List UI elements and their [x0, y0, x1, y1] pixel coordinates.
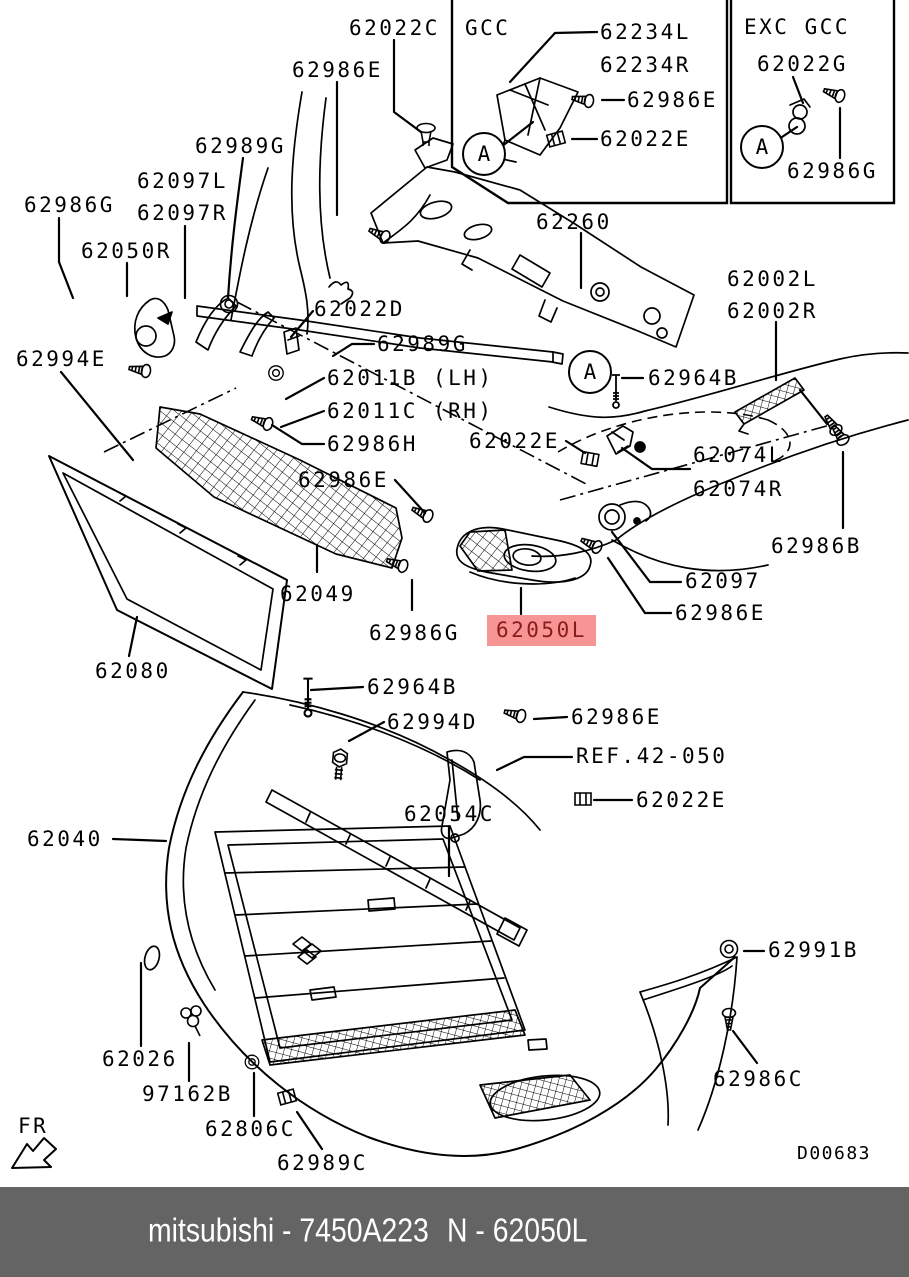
part-outlines: [11, 77, 909, 1169]
screw-icon: [570, 90, 596, 109]
footer-part-reference: mitsubishi - 7450A223: [148, 1211, 429, 1249]
screw-icon: [821, 83, 848, 105]
inset-boxes: [450, 0, 896, 205]
footer-part-number: N - 62050L: [447, 1211, 588, 1249]
grommet-icon: [719, 939, 739, 959]
pin-icon: [611, 374, 621, 409]
grommet-icon: [268, 365, 284, 381]
callout-a: A: [740, 125, 784, 169]
clover-clip-icon: [180, 1005, 202, 1037]
screw-icon: [721, 1007, 737, 1031]
screw-icon: [409, 502, 436, 525]
screw-icon: [249, 411, 276, 433]
clip-icon: [545, 130, 567, 148]
clip-icon: [574, 792, 592, 806]
screw-icon: [127, 360, 153, 379]
screw-icon: [502, 704, 528, 725]
pin-icon: [302, 677, 314, 718]
bolt-icon: [330, 747, 349, 782]
callout-a: A: [568, 350, 612, 394]
push-clip-icon: [416, 122, 436, 147]
fastener-icons: [127, 83, 852, 1106]
footer-bar: mitsubishi - 7450A223 N - 62050L: [0, 1187, 909, 1277]
screw-icon: [366, 223, 393, 246]
callout-a: A: [462, 132, 506, 176]
